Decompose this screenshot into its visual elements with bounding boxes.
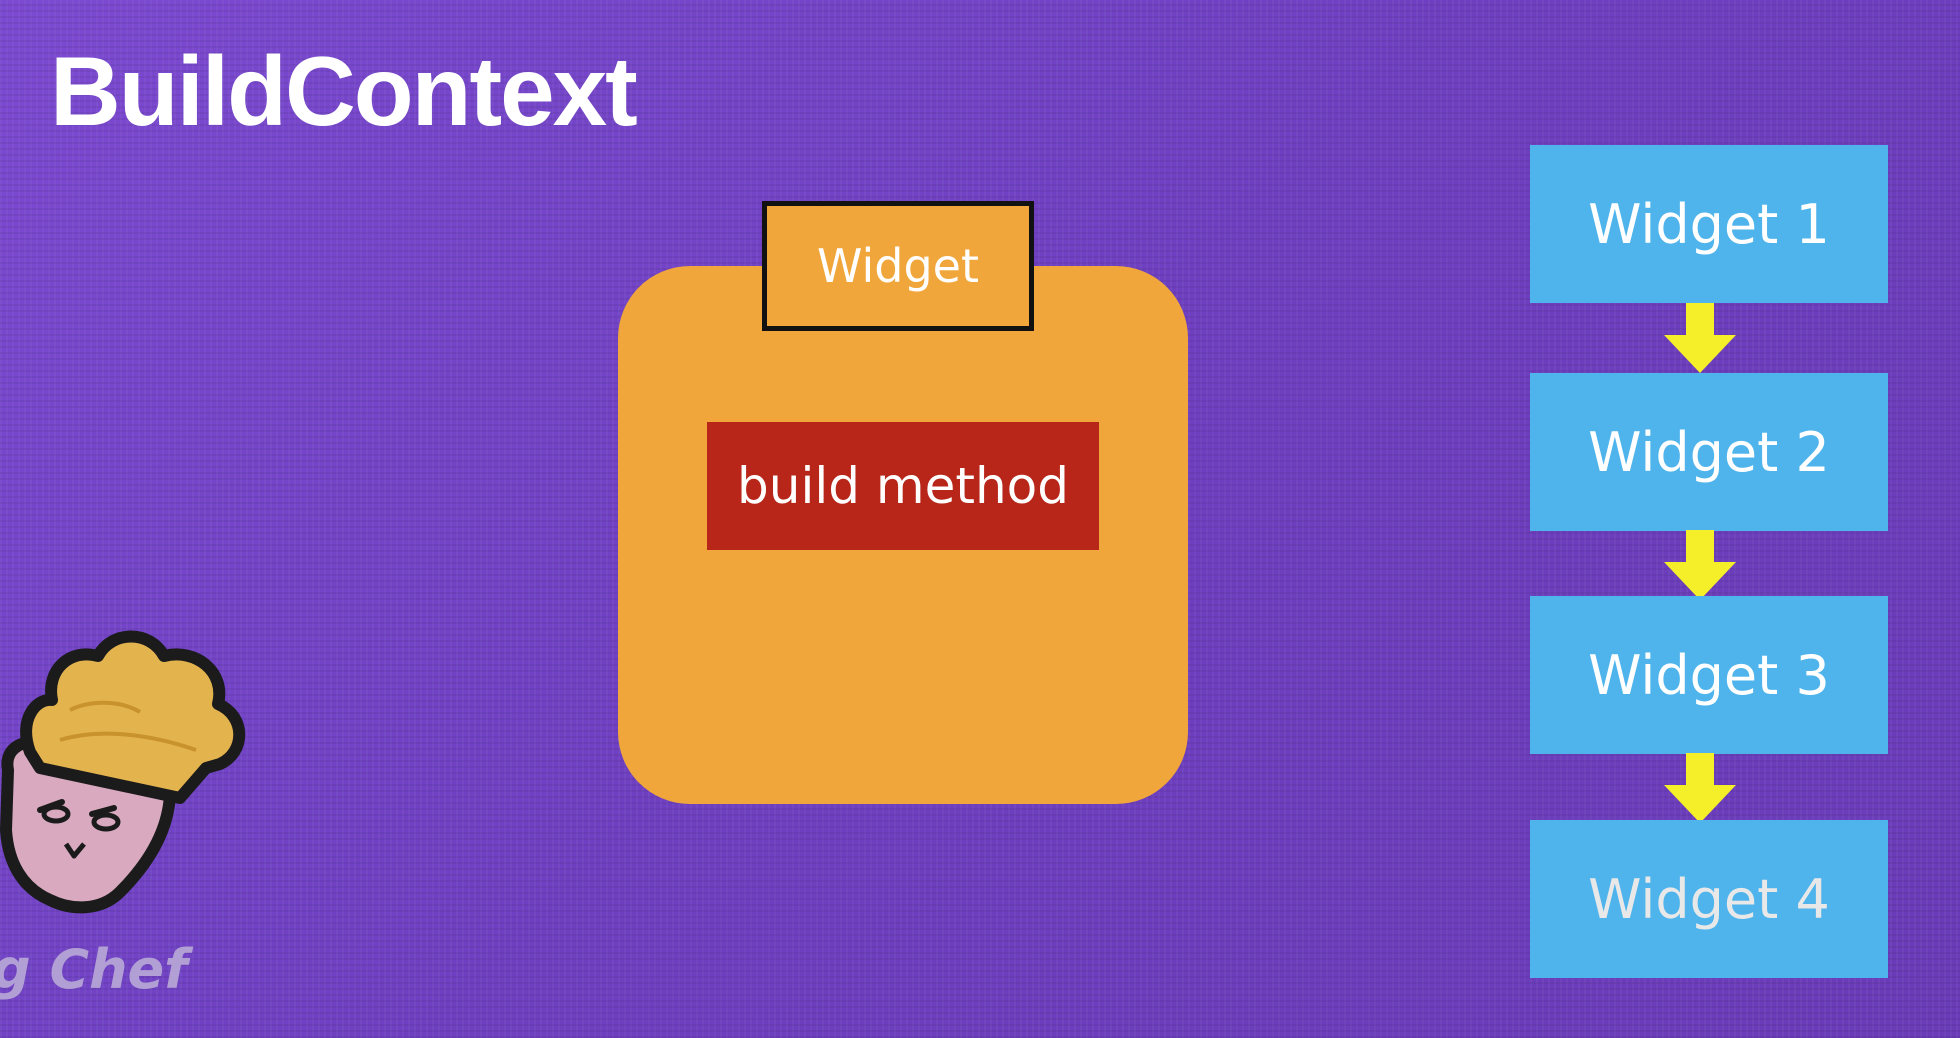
build-method-box: build method — [707, 422, 1099, 550]
widget-tab-label: Widget — [817, 239, 979, 293]
widget-chain-label: Widget 1 — [1588, 192, 1830, 256]
chef-logo-icon — [0, 630, 246, 914]
build-method-label: build method — [737, 457, 1069, 515]
widget-chain-item-1: Widget 1 — [1530, 145, 1888, 303]
down-arrow-icon — [1664, 303, 1736, 373]
widget-chain-label: Widget 2 — [1588, 420, 1830, 484]
chef-logo-caption: g Chef — [0, 938, 188, 1001]
down-arrow-icon — [1664, 530, 1736, 600]
slide-title: BuildContext — [50, 36, 638, 146]
widget-chain-label: Widget 4 — [1588, 867, 1830, 931]
down-arrow-icon — [1664, 753, 1736, 823]
widget-chain-item-4: Widget 4 — [1530, 820, 1888, 978]
widget-chain-item-3: Widget 3 — [1530, 596, 1888, 754]
widget-tab: Widget — [762, 201, 1034, 331]
widget-chain-item-2: Widget 2 — [1530, 373, 1888, 531]
widget-chain-label: Widget 3 — [1588, 643, 1830, 707]
